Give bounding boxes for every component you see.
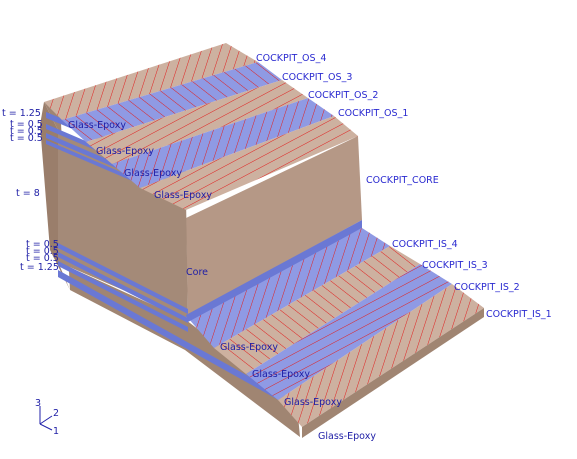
ply-label-os4: COCKPIT_OS_4 bbox=[256, 53, 326, 64]
thickness-core: t = 8 bbox=[16, 188, 40, 199]
ply-is2-fibers bbox=[246, 264, 452, 400]
thickness-top-1: t = 1.25 bbox=[2, 108, 41, 119]
material-label-top-1: Glass-Epoxy bbox=[68, 120, 126, 131]
thickness-top-2: t = 0.5 bbox=[10, 119, 43, 130]
thickness-bottom-3: t = 0.5 bbox=[26, 253, 59, 264]
stack-left-outer-face bbox=[40, 102, 70, 290]
ply-label-os2: COCKPIT_OS_2 bbox=[308, 90, 378, 101]
material-label-bottom-2: Glass-Epoxy bbox=[252, 369, 310, 380]
material-label-top-3: Glass-Epoxy bbox=[124, 168, 182, 179]
ply-label-is3: COCKPIT_IS_3 bbox=[422, 260, 488, 271]
axis-label-1: 1 bbox=[53, 426, 59, 437]
ply-edge-band-bottom-2 bbox=[58, 252, 188, 323]
ply-label-core: COCKPIT_CORE bbox=[366, 175, 439, 186]
ply-label-is4: COCKPIT_IS_4 bbox=[392, 239, 458, 250]
core-top-fibers bbox=[140, 116, 358, 210]
material-label-top-4: Glass-Epoxy bbox=[154, 190, 212, 201]
ply-edge-band-bottom-4 bbox=[58, 270, 300, 412]
material-label-core: Core bbox=[186, 267, 208, 278]
core-front-face bbox=[186, 136, 362, 315]
thickness-bottom-2: t = 0.5 bbox=[26, 246, 59, 257]
ply-is1-front-edge bbox=[302, 308, 484, 438]
ply-label-is2: COCKPIT_IS_2 bbox=[454, 282, 520, 293]
thickness-top-4: t = 0.5 bbox=[10, 133, 43, 144]
material-label-bottom-4: Glass-Epoxy bbox=[318, 431, 376, 442]
ply-label-os1: COCKPIT_OS_1 bbox=[338, 108, 408, 119]
axis-label-2: 2 bbox=[53, 408, 59, 419]
axis-triad: 3 2 1 bbox=[35, 398, 59, 437]
ply-label-is1: COCKPIT_IS_1 bbox=[486, 309, 552, 320]
ply-edge-band-bottom-1 bbox=[58, 243, 188, 314]
thickness-bottom-4: t = 1.25 bbox=[20, 262, 59, 273]
ply-os3-fibers bbox=[62, 62, 282, 142]
ply-is4-fibers bbox=[188, 228, 390, 348]
axis-label-3: 3 bbox=[35, 398, 41, 409]
ply-os1-fibers bbox=[112, 98, 334, 188]
stack-left-side-face bbox=[44, 102, 300, 437]
ply-label-os3: COCKPIT_OS_3 bbox=[282, 72, 352, 83]
ply-is1-fibers bbox=[278, 284, 484, 427]
ply-is3-fibers bbox=[214, 246, 420, 374]
thickness-bottom-1: t = 0.5 bbox=[26, 239, 59, 250]
material-label-top-2: Glass-Epoxy bbox=[96, 146, 154, 157]
material-label-bottom-3: Glass-Epoxy bbox=[284, 397, 342, 408]
ply-edge-band-bottom-3 bbox=[58, 261, 188, 332]
ply-is-step-edge bbox=[186, 220, 362, 322]
material-label-bottom-1: Glass-Epoxy bbox=[220, 342, 278, 353]
ply-os4-fibers bbox=[44, 43, 258, 120]
thickness-top-3: t = 0.5 bbox=[10, 126, 43, 137]
ply-os2-fibers bbox=[86, 80, 308, 164]
